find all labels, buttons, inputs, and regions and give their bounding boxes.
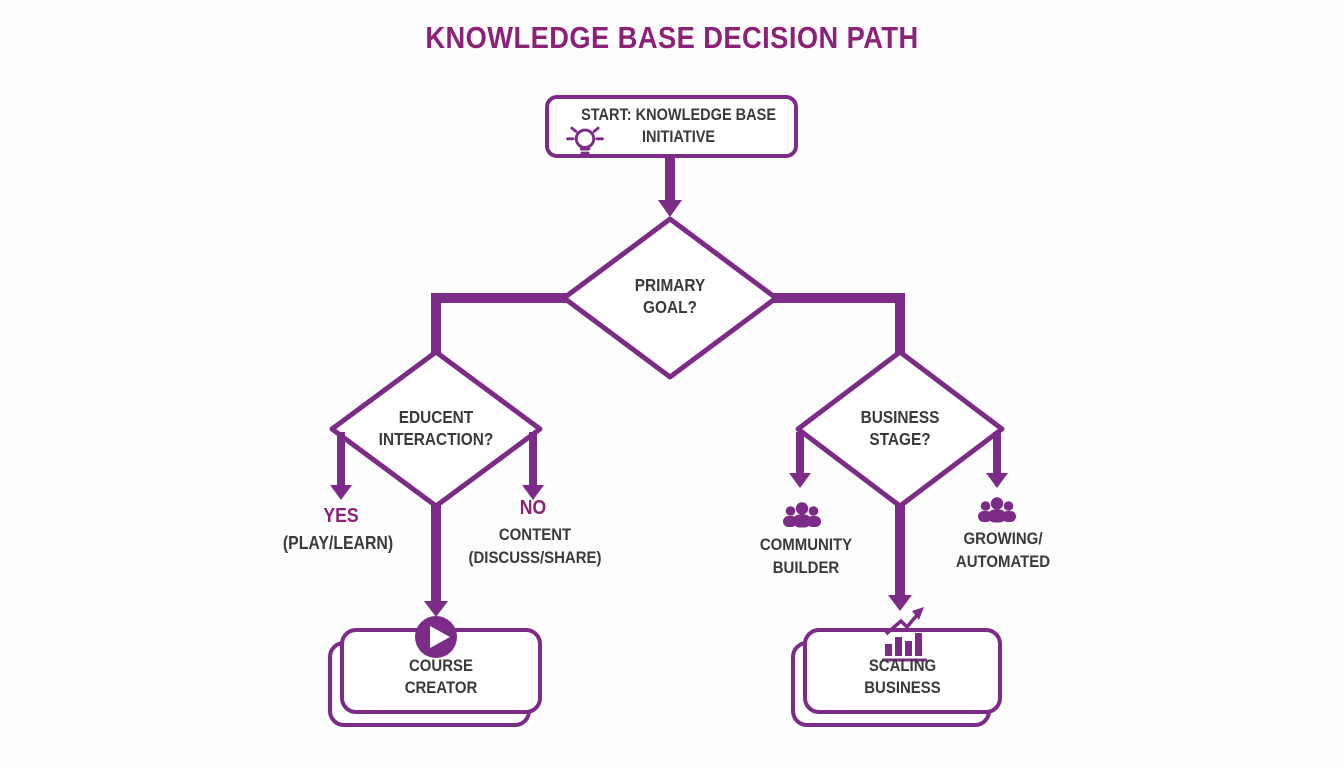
branch-yes-label: YES (323, 505, 359, 527)
primary-goal-diamond (561, 216, 779, 380)
arrow-start-to-primary (658, 157, 682, 217)
right-decision-diamond (795, 349, 1005, 509)
connector-primary-to-left (431, 293, 568, 356)
course-creator-label: COURSE CREATOR (404, 655, 478, 697)
arrow-right-community (789, 432, 811, 488)
course-creator-card (328, 628, 542, 727)
arrow-right-to-scaling (888, 500, 912, 611)
growth-chart-icon (882, 607, 927, 662)
start-node-label: START: KNOWLEDGE BASE INITIATIVE (581, 106, 777, 146)
connector-primary-to-right (772, 293, 905, 356)
people-icon (978, 497, 1016, 523)
play-icon (415, 616, 457, 658)
diagram-title: KNOWLEDGE BASE DECISION PATH (425, 20, 919, 55)
branch-no-label: NO (519, 497, 547, 519)
branch-no-detail: CONTENT (DISCUSS/SHARE) (468, 525, 602, 567)
right-decision-label: BUSINESS STAGE? (860, 407, 940, 450)
branch-community-builder-label: COMMUNITY BUILDER (759, 535, 853, 577)
scaling-business-card (791, 628, 1002, 727)
scaling-business-label: SCALING BUSINESS (864, 655, 941, 697)
branch-growing-automated-label: GROWING/ AUTOMATED (955, 529, 1051, 571)
start-node: START: KNOWLEDGE BASE INITIATIVE (545, 95, 798, 158)
left-decision-diamond (329, 349, 543, 509)
branch-yes-detail: (PLAY/LEARN) (282, 533, 394, 553)
primary-goal-label: PRIMARY GOAL? (634, 275, 706, 318)
arrow-left-no (522, 432, 544, 500)
arrow-left-yes (330, 432, 352, 500)
arrow-left-to-course (424, 500, 448, 617)
left-decision-label: EDUCENT INTERACTION? (378, 407, 494, 450)
arrow-right-growing (986, 432, 1008, 488)
lightbulb-icon (565, 121, 605, 159)
people-icon (783, 502, 821, 528)
